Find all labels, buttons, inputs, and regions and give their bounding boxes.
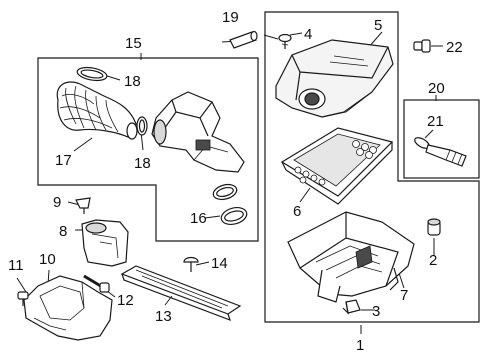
callout-9: 9 <box>53 194 61 211</box>
group-box-15 <box>37 57 259 242</box>
screw-part-4 <box>278 33 292 49</box>
insulator-part-3 <box>342 299 361 315</box>
callout-11: 11 <box>8 257 24 274</box>
air-cleaner-housing <box>287 211 415 303</box>
callout-21: 21 <box>427 113 444 130</box>
air-filter-element <box>280 127 394 205</box>
callout-20: 20 <box>428 80 445 97</box>
callout-numbers: 1 2 3 4 5 6 7 8 9 10 11 12 13 14 15 16 1… <box>8 9 463 354</box>
air-cleaner-cover <box>275 39 394 118</box>
callout-10: 10 <box>39 251 56 268</box>
clip-part-9 <box>75 197 91 214</box>
callout-7: 7 <box>400 287 408 304</box>
sleeve-part-19 <box>229 30 258 49</box>
callout-16: 16 <box>190 210 207 227</box>
callout-14: 14 <box>211 255 228 272</box>
callout-19: 19 <box>222 9 239 26</box>
callout-6: 6 <box>293 203 301 220</box>
callout-2: 2 <box>429 252 437 269</box>
group-box-20 <box>403 99 480 179</box>
callout-18-lower: 18 <box>134 155 151 172</box>
callout-1: 1 <box>356 337 364 354</box>
callout-17: 17 <box>55 152 72 169</box>
lower-intake-duct <box>23 275 113 341</box>
resonator-part-8 <box>81 219 129 267</box>
fastener-part-11 <box>17 291 29 306</box>
hose-clamp-lower <box>136 116 148 136</box>
callout-4: 4 <box>304 26 312 43</box>
push-pin-part-14 <box>183 256 199 272</box>
callout-18-upper: 18 <box>124 73 141 90</box>
hose-clamp-upper <box>76 66 108 82</box>
callout-12: 12 <box>117 292 134 309</box>
callout-3: 3 <box>372 303 380 320</box>
group-box-1 <box>264 11 480 323</box>
callout-22: 22 <box>446 39 463 56</box>
callout-8: 8 <box>59 223 67 240</box>
baffle-part-13 <box>120 265 242 322</box>
bolt-part-22 <box>413 39 431 53</box>
callout-5: 5 <box>374 17 382 34</box>
duct-seal-rings <box>212 183 248 226</box>
outlet-duct <box>151 91 245 173</box>
bolt-part-12 <box>83 274 110 293</box>
sensor-part-21 <box>414 137 467 167</box>
grommet-part-2 <box>427 218 441 236</box>
leader-lines <box>16 31 443 334</box>
callout-13: 13 <box>155 308 172 325</box>
callout-15: 15 <box>125 35 142 52</box>
intake-hose <box>56 81 138 140</box>
